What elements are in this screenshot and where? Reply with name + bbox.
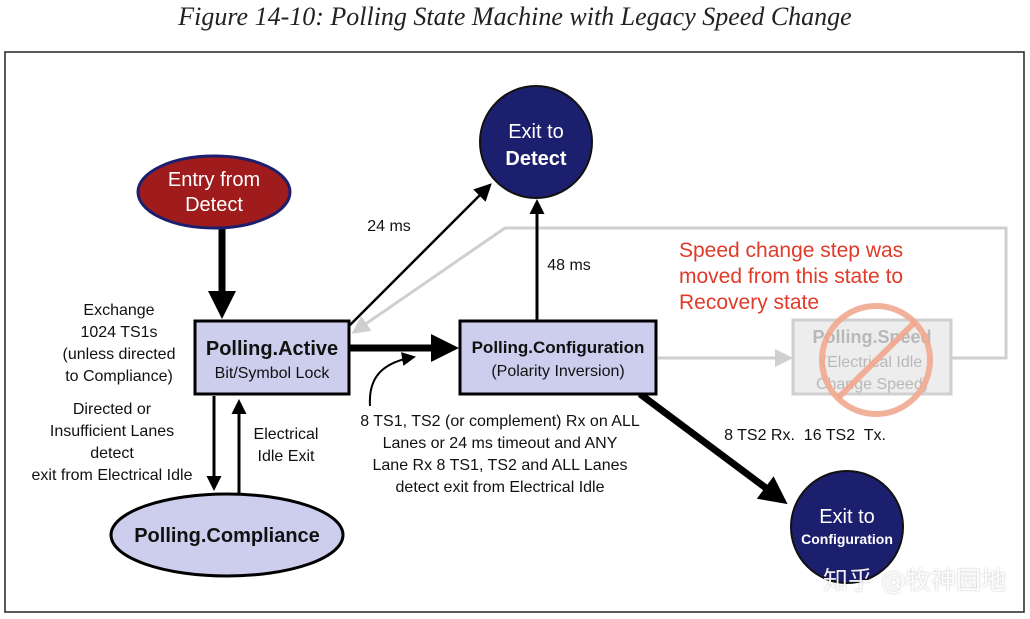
active-to-exit-detect-arrow	[349, 183, 492, 326]
ts-condition-line4: detect exit from Electrical Idle	[396, 479, 605, 496]
exchange-line1: Exchange	[83, 302, 154, 319]
note-line1: Speed change step was	[679, 239, 903, 262]
ts-condition-label: 8 TS1, TS2 (or complement) Rx on ALL Lan…	[360, 413, 640, 496]
polling-config-sub: (Polarity Inversion)	[491, 363, 624, 380]
prohibited-icon	[819, 303, 933, 417]
exchange-line2: 1024 TS1s	[80, 324, 157, 341]
exit-detect-line2: Detect	[505, 148, 566, 170]
speed-change-note: Speed change step was moved from this st…	[679, 239, 903, 314]
exchange-line3: (unless directed	[63, 346, 176, 363]
ts2-label: 8 TS2 Rx. 16 TS2 Tx.	[724, 427, 886, 444]
exchange-label: Exchange 1024 TS1s (unless directed to C…	[63, 302, 176, 385]
exit-config-line1: Exit to	[819, 506, 875, 528]
exit-detect-line1: Exit to	[508, 121, 564, 143]
ts-condition-line3: Lane Rx 8 TS1, TS2 and ALL Lanes	[373, 457, 628, 474]
directed-line3: detect	[90, 445, 134, 462]
polling-active-state: Polling.Active Bit/Symbol Lock	[193, 319, 351, 396]
exit-to-detect-node: Exit to Detect	[479, 85, 593, 199]
note-line2: moved from this state to	[679, 265, 903, 288]
polling-active-sub: Bit/Symbol Lock	[215, 365, 331, 382]
exchange-line4: to Compliance)	[65, 368, 173, 385]
exit-config-line2: Configuration	[801, 531, 893, 547]
timeout-48ms-label: 48 ms	[547, 257, 591, 274]
ts-condition-line2: Lanes or 24 ms timeout and ANY	[383, 435, 618, 452]
entry-line2: Detect	[185, 194, 243, 216]
timeout-24ms-label: 24 ms	[367, 218, 411, 235]
idle-exit-label: Electrical Idle Exit	[254, 426, 319, 465]
config-to-exit-config-arrow	[637, 391, 788, 505]
directed-line2: Insufficient Lanes	[50, 423, 174, 440]
polling-compliance-title: Polling.Compliance	[134, 525, 320, 547]
condition-pointer-arrow	[368, 352, 416, 407]
polling-config-title: Polling.Configuration	[472, 338, 645, 357]
note-line3: Recovery state	[679, 291, 819, 314]
entry-from-detect-node: Entry from Detect	[136, 154, 292, 230]
ts-condition-line1: 8 TS1, TS2 (or complement) Rx on ALL	[360, 413, 640, 430]
figure-caption: Figure 14-10: Polling State Machine with…	[178, 2, 852, 31]
polling-configuration-state: Polling.Configuration (Polarity Inversio…	[458, 319, 658, 396]
polling-compliance-state: Polling.Compliance	[109, 492, 345, 578]
idle-exit-line1: Electrical	[254, 426, 319, 443]
exit-to-configuration-node: Exit to Configuration	[790, 470, 904, 584]
idle-exit-line2: Idle Exit	[258, 448, 315, 465]
entry-line1: Entry from	[168, 169, 260, 191]
directed-label: Directed or Insufficient Lanes detect ex…	[32, 401, 193, 484]
watermark-text: 知乎 @牧神园地	[823, 566, 1006, 595]
directed-line4: exit from Electrical Idle	[32, 467, 193, 484]
polling-active-title: Polling.Active	[206, 338, 338, 360]
directed-line1: Directed or	[73, 401, 152, 418]
legacy-speed-loop-arrow	[351, 226, 1008, 360]
